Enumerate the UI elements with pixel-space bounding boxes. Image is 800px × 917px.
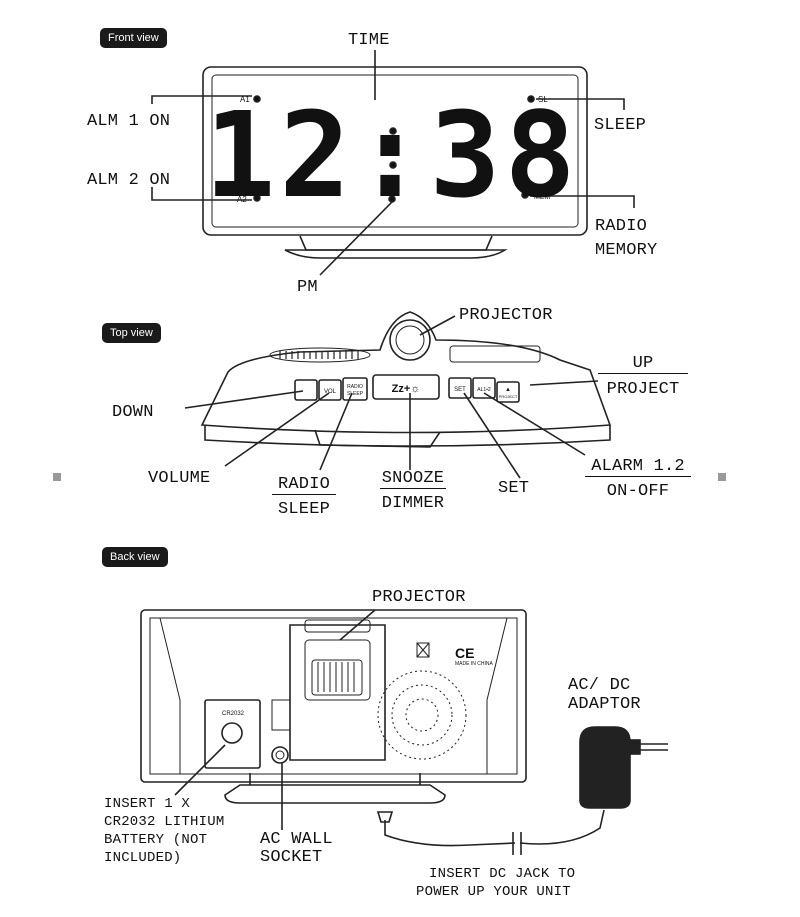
label-dimmer: DIMMER <box>381 494 445 513</box>
svg-text:Zz+☼: Zz+☼ <box>392 383 421 395</box>
label-socket-1: AC WALL <box>260 830 333 849</box>
label-projector-top: PROJECTOR <box>459 306 553 325</box>
label-adaptor-2: ADAPTOR <box>568 695 641 714</box>
svg-text:SET: SET <box>454 387 466 393</box>
page-marker-left <box>53 473 61 481</box>
label-snooze: SNOOZE <box>380 469 446 489</box>
label-alarm: ALARM 1.2 <box>585 457 691 477</box>
back-view-tag: Back view <box>102 547 168 567</box>
label-dc-2: POWER UP YOUR UNIT <box>416 884 571 900</box>
label-battery-4: INCLUDED) <box>104 850 182 866</box>
label-sleep-top: SLEEP <box>277 500 330 519</box>
label-onoff: ON-OFF <box>606 482 670 501</box>
svg-text:MEM: MEM <box>534 194 551 201</box>
label-project: PROJECT <box>606 380 680 399</box>
svg-text:RADIO: RADIO <box>347 384 363 390</box>
label-battery-1: INSERT 1 X <box>104 796 191 812</box>
label-battery-2: CR2032 LITHIUM <box>104 814 225 830</box>
page-marker-right <box>718 473 726 481</box>
svg-text:AL1•2: AL1•2 <box>477 387 491 393</box>
label-alm1-on: ALM 1 ON <box>87 112 171 131</box>
svg-text:PROJECT: PROJECT <box>499 394 518 399</box>
label-dc-1: INSERT DC JACK TO <box>429 866 576 882</box>
label-sleep: SLEEP <box>594 116 647 135</box>
label-memory: MEMORY <box>595 241 658 260</box>
svg-text:SLEEP: SLEEP <box>347 391 364 397</box>
front-view-tag: Front view <box>100 28 167 48</box>
front-display-digits: 12:38 <box>204 86 579 224</box>
svg-text:MADE IN CHINA: MADE IN CHINA <box>455 661 493 667</box>
svg-text:A1: A1 <box>240 95 250 104</box>
label-projector-back: PROJECTOR <box>372 588 466 607</box>
svg-text:SL: SL <box>538 95 548 104</box>
label-adaptor-1: AC/ DC <box>568 676 631 695</box>
label-socket-2: SOCKET <box>260 848 323 867</box>
svg-text:CR2032: CR2032 <box>222 711 245 717</box>
label-alm2-on: ALM 2 ON <box>87 171 171 190</box>
label-radio-top: RADIO <box>272 475 336 495</box>
svg-text:▲: ▲ <box>505 387 511 393</box>
svg-text:P: P <box>388 186 393 195</box>
svg-text:VOL: VOL <box>324 389 337 395</box>
label-up: UP <box>598 354 688 374</box>
label-set: SET <box>498 479 530 498</box>
label-battery-3: BATTERY (NOT <box>104 832 208 848</box>
label-radio: RADIO <box>595 217 648 236</box>
label-down: DOWN <box>112 403 154 422</box>
svg-text:CE: CE <box>455 645 474 661</box>
label-time: TIME <box>348 31 390 50</box>
label-pm: PM <box>297 278 318 297</box>
top-view-tag: Top view <box>102 323 161 343</box>
label-volume: VOLUME <box>148 469 211 488</box>
svg-text:A2: A2 <box>237 195 247 204</box>
